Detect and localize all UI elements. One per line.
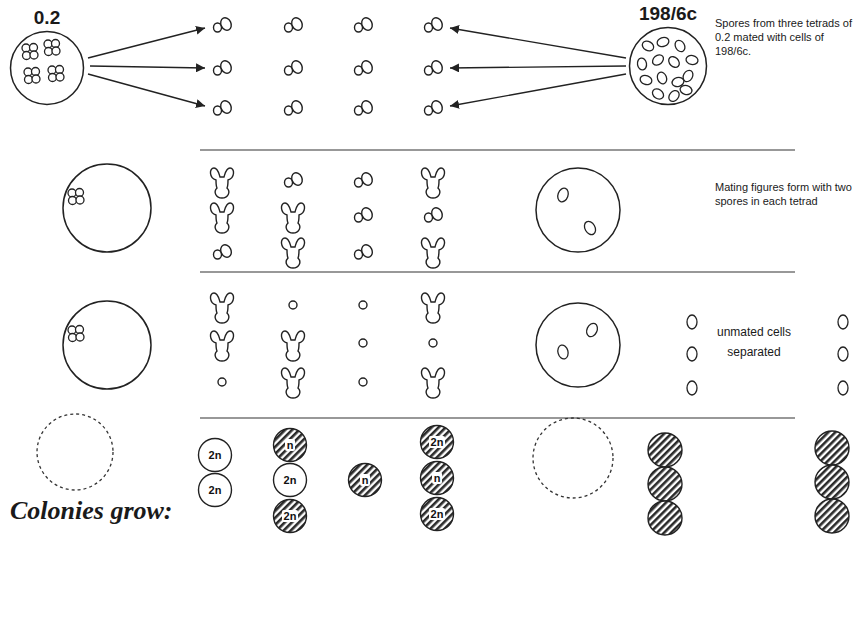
transfer-arrows bbox=[88, 28, 626, 106]
colony-outline bbox=[421, 426, 454, 459]
culture-plate: 198/6c bbox=[628, 26, 708, 106]
strain-name: 0.2 bbox=[0, 7, 105, 29]
culture-plate: 0.2 bbox=[9, 30, 85, 106]
plate-outline bbox=[9, 30, 85, 106]
haploid-cells bbox=[637, 36, 699, 104]
ploidy-label: 2n bbox=[209, 449, 222, 461]
colony: n bbox=[347, 462, 383, 498]
ploidy-label: 2n bbox=[429, 436, 446, 448]
strain-name: 198/6c bbox=[608, 3, 728, 25]
plate-outline bbox=[11, 32, 84, 105]
step-note: Mating figures form with two spores in e… bbox=[715, 180, 853, 208]
colony: 2n bbox=[419, 496, 455, 532]
tetrad-cluster bbox=[22, 40, 64, 84]
colony-outline bbox=[199, 474, 232, 507]
colony: 2n bbox=[272, 462, 308, 498]
unmated-cells bbox=[687, 315, 848, 395]
plate-outline bbox=[628, 26, 708, 106]
colony: n bbox=[419, 460, 455, 496]
empty-plate bbox=[37, 414, 613, 498]
plate bbox=[63, 164, 620, 389]
colony: 2n bbox=[197, 437, 233, 473]
plate-outline bbox=[630, 28, 707, 105]
mating-figures bbox=[210, 168, 444, 268]
haploid-cells bbox=[556, 187, 600, 360]
row-heading: Colonies grow: bbox=[10, 496, 173, 526]
colony: 2n bbox=[272, 498, 308, 534]
colony: 2n bbox=[419, 424, 455, 460]
step-note: unmated cells separated bbox=[712, 322, 796, 362]
ploidy-label: 2n bbox=[429, 508, 446, 520]
colony-outline bbox=[421, 462, 454, 495]
colony-outline bbox=[199, 439, 232, 472]
colony: n bbox=[272, 427, 308, 463]
colony: 2n bbox=[197, 472, 233, 508]
haploid-colony bbox=[648, 431, 849, 535]
ploidy-label: 2n bbox=[282, 510, 299, 522]
separated-zygotes bbox=[210, 293, 444, 398]
colony-outline bbox=[274, 464, 307, 497]
divider-line bbox=[200, 150, 795, 418]
spore-pairs bbox=[214, 16, 445, 115]
ploidy-label: 2n bbox=[284, 474, 297, 486]
step-note: Spores from three tetrads of 0.2 mated w… bbox=[715, 16, 853, 58]
ploidy-label: n bbox=[360, 474, 371, 486]
colony-outline bbox=[421, 498, 454, 531]
ploidy-label: 2n bbox=[209, 484, 222, 496]
ploidy-label: n bbox=[432, 472, 443, 484]
colony-outline bbox=[274, 500, 307, 533]
ploidy-label: n bbox=[285, 439, 296, 451]
colony-outline bbox=[274, 429, 307, 462]
colony-outline bbox=[349, 464, 382, 497]
tetrad-cluster bbox=[68, 189, 84, 342]
